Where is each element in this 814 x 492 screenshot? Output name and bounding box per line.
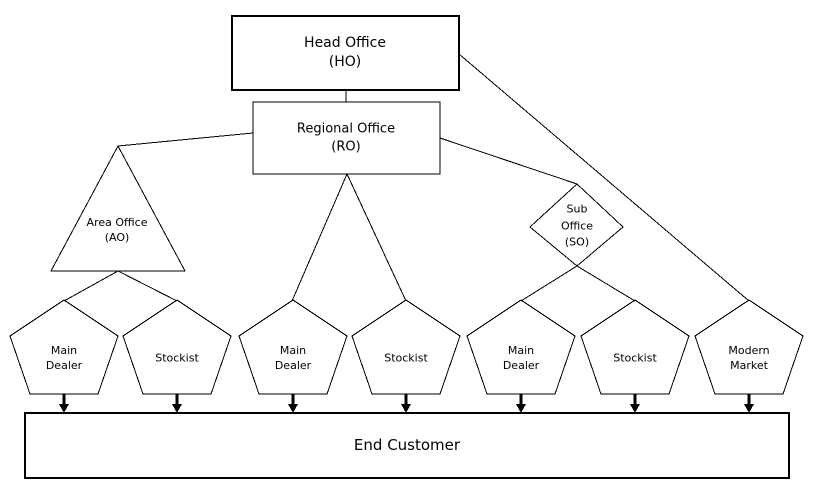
pentagon-stockist-1 — [122, 299, 232, 395]
edge-so-stockist-3 — [576, 265, 636, 302]
arrow-head-5 — [516, 404, 526, 413]
end-customer-label: End Customer — [353, 435, 461, 454]
main-dealer-3-label: Main Dealer — [502, 344, 540, 372]
main-dealer-2-label: Main Dealer — [274, 344, 312, 372]
stockist-3-label: Stockist — [613, 351, 657, 365]
modern-market-label: Modern Market — [728, 344, 770, 372]
pentagon-stockist-2 — [351, 299, 461, 395]
edge-ao-stockist-1 — [117, 270, 178, 302]
arrow-head-1 — [59, 404, 69, 413]
edge-ho-modern-market — [458, 53, 750, 302]
arrow-head-4 — [401, 404, 411, 413]
arrow-head-2 — [172, 404, 182, 413]
pentagon-stockist-3 — [580, 299, 690, 395]
head-office-label: Head Office (HO) — [304, 35, 386, 70]
edge-ao-main-dealer-1 — [63, 270, 119, 302]
regional-office-box — [252, 101, 441, 175]
edge-ro-so — [439, 137, 578, 185]
regional-office-label: Regional Office (RO) — [296, 121, 396, 154]
edge-ro-stockist-2 — [346, 173, 407, 302]
sub-office-diamond — [529, 183, 624, 267]
head-office-box — [231, 15, 460, 91]
edge-ro-main-dealer-2 — [291, 173, 348, 302]
arrow-head-7 — [744, 404, 754, 413]
stockist-2-label: Stockist — [384, 351, 428, 365]
area-office-triangle — [50, 144, 186, 272]
stockist-1-label: Stockist — [155, 351, 199, 365]
arrows-to-end-customer — [59, 394, 754, 413]
edge-ro-ao — [117, 132, 254, 147]
sub-office-label: Sub Office (SO) — [560, 202, 594, 249]
area-office-label: Area Office (AO) — [86, 216, 148, 244]
arrow-head-6 — [630, 404, 640, 413]
arrow-head-3 — [288, 404, 298, 413]
end-customer-box — [24, 412, 790, 479]
edge-so-main-dealer-3 — [520, 265, 578, 302]
main-dealer-1-label: Main Dealer — [45, 344, 83, 372]
